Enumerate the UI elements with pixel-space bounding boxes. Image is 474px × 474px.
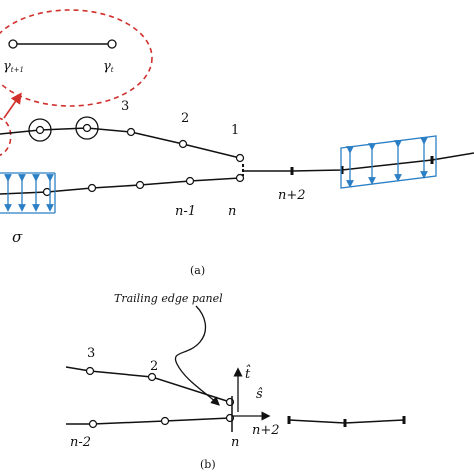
node-number-2: 2 [181,111,189,126]
inset-node-right [107,39,117,49]
b-lower-node-mid [160,416,170,426]
b-node-number-3: 3 [87,346,95,361]
b-label-n: n [231,435,239,450]
label-n: n [228,204,236,219]
gamma-right-label: γt [103,59,114,74]
wake-vortex-sheet [340,135,437,189]
label-n-plus-2: n+2 [278,188,306,203]
node-number-3: 3 [121,99,129,114]
sigma-source-sheet [0,172,56,214]
b-wake-node-2 [343,419,347,427]
b-lower-surface-line [66,417,231,425]
node-number-1: 1 [231,123,239,138]
panel-a: γt+1 γt 3 2 1 n-1 n n+2 [0,9,474,277]
inset-ellipse [0,9,153,107]
b-wake-node-3 [402,416,406,424]
label-n-minus-1: n-1 [175,204,196,219]
sigma-label: σ [12,228,23,246]
b-upper-node-3 [85,366,95,376]
upper-node-1 [235,153,245,163]
trailing-edge-annotation: Trailing edge panel [114,292,223,305]
b-upper-node-2 [147,372,157,382]
wake-node-n-plus-2 [340,166,344,174]
upper-node-3 [126,127,136,137]
b-lower-node-n-minus-2 [88,419,98,429]
b-node-number-2: 2 [150,359,158,374]
wake-line [243,152,474,172]
upper-node-a [35,125,45,135]
caption-b: (b) [200,458,216,471]
inset-node-left [8,39,18,49]
lower-node-b [87,183,97,193]
t-hat-label: t̂ [245,364,251,382]
panel-b: Trailing edge panel 3 2 t̂ ŝ n-2 n n+2 (… [65,292,406,471]
lower-node-n-minus-1 [185,176,195,186]
gamma-left-label: γt+1 [3,59,24,74]
s-hat-label: ŝ [256,387,263,402]
small-dashed-arc [0,117,12,156]
wake-node-n-plus-1 [290,167,294,175]
red-pointer-arrow [3,92,22,119]
upper-surface-line [0,127,241,159]
b-label-n-plus-2: n+2 [252,423,280,438]
upper-node-b [82,123,92,133]
b-wake-node-1 [287,416,291,424]
caption-a: (a) [190,264,205,277]
vortex-outer-1 [28,118,52,142]
upper-node-2 [178,139,188,149]
vortex-outer-2 [75,116,99,140]
wake-node-far [430,156,434,164]
annotation-leader-arrow [174,305,220,406]
lower-node-c [135,180,145,190]
b-label-n-minus-2: n-2 [70,435,91,450]
b-upper-surface-line [65,366,231,403]
lower-node-n [235,173,245,183]
